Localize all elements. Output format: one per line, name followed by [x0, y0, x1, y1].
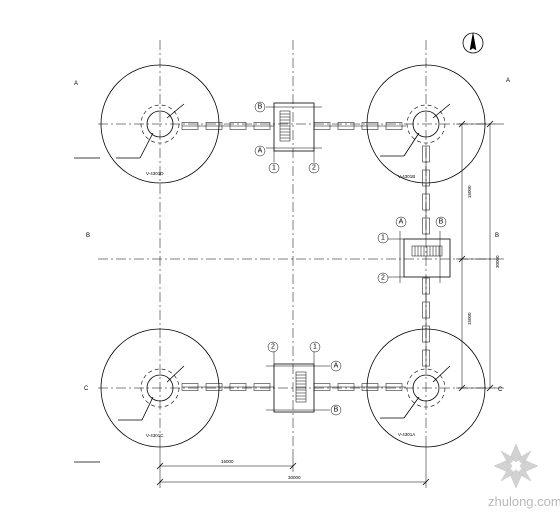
dimension-label: 15000: [467, 185, 472, 198]
dimension-label: 15000: [467, 312, 472, 325]
dimension-right: 15000 15000 30000: [456, 120, 500, 392]
grid-row-label-right: A: [506, 78, 510, 84]
watermark-logo-icon: [493, 443, 539, 489]
grid-bubble: [330, 404, 342, 416]
tank-tag: V-4301B: [398, 174, 415, 179]
dimension-label: 15000: [221, 459, 234, 464]
grid-bubble: [309, 341, 321, 353]
grid-bubble-label: 1: [313, 344, 317, 351]
grid-bubble: [254, 101, 266, 113]
tank-tag: V-4301C: [146, 433, 164, 438]
grid-bubble: [377, 232, 389, 244]
grid-bubble-label: B: [334, 407, 339, 414]
grid-row-label-right: C: [498, 387, 503, 393]
grid-row-label-right: B: [495, 233, 499, 239]
grid-bubble-label: A: [399, 219, 404, 226]
grid-bubble-label: 2: [312, 165, 316, 172]
grid-bubble: [435, 216, 447, 228]
grid-bubble: [377, 272, 389, 284]
grid-bubble: [395, 216, 407, 228]
north-arrow-icon: [462, 32, 484, 54]
dimension-label: 30000: [288, 475, 301, 480]
grid-row-label-left: C: [84, 386, 89, 392]
grid-bubble-label: B: [258, 104, 263, 111]
tank-v-4301d: V-4301D: [100, 64, 220, 184]
grid-bubble-label: B: [439, 219, 444, 226]
grid-bubble-label: A: [334, 363, 339, 370]
grid-centerlines: [98, 40, 505, 450]
grid-row-label-left: B: [86, 233, 90, 239]
stair-platform-top: B A 1 2: [254, 101, 322, 174]
tank-tag: V-4301A: [398, 432, 415, 437]
tank-tag: V-4301D: [146, 171, 164, 176]
grid-row-label-left: A: [74, 81, 78, 87]
grid-bubble: [268, 162, 280, 174]
grid-bubble-label: 2: [271, 344, 275, 351]
watermark-text: zhulong.com: [488, 494, 560, 509]
grid-bubble-label: A: [258, 148, 263, 155]
grid-bubble-label: 2: [381, 275, 385, 282]
dimension-label: 30000: [495, 255, 500, 268]
pipe-rack-walkways: [181, 122, 430, 391]
grid-bubble: [330, 360, 342, 372]
grid-bubble-label: 1: [272, 165, 276, 172]
stair-platform-bottom: 2 1 A B: [266, 341, 342, 416]
dimension-bottom: 15000 30000: [156, 440, 430, 488]
stair-platform-right: A B 1 2: [377, 216, 451, 284]
grid-bubble: [267, 341, 279, 353]
tank-v-4301c: V-4301C: [100, 328, 220, 448]
grid-bubble: [254, 145, 266, 157]
grid-bubble-label: 1: [381, 235, 385, 242]
grid-bubble: [308, 162, 320, 174]
